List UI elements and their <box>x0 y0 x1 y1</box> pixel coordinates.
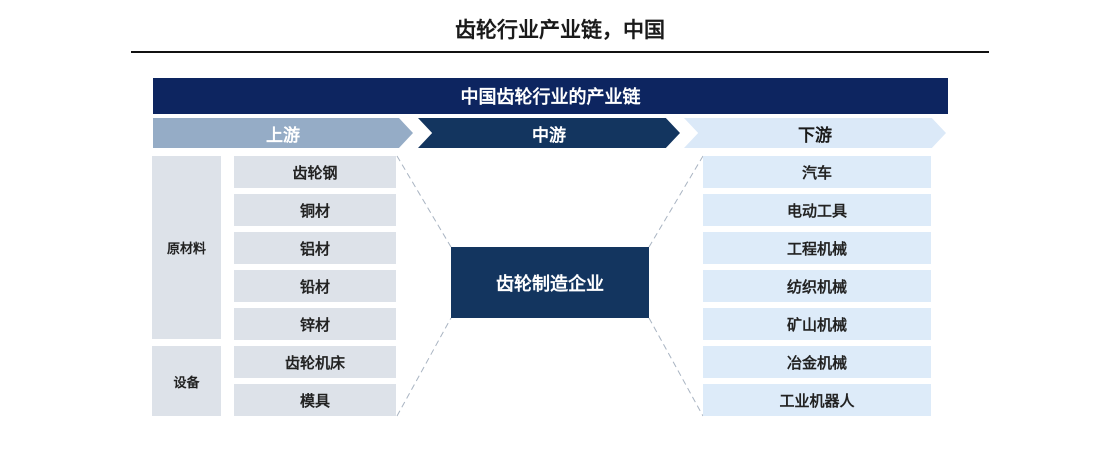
category-raw-materials: 原材料 <box>152 156 221 339</box>
page-title: 齿轮行业产业链，中国 <box>455 18 665 42</box>
downstream-item: 冶金机械 <box>703 346 931 378</box>
category-label: 设备 <box>173 375 200 391</box>
connector-upstream-top <box>396 155 452 248</box>
upstream-item: 模具 <box>234 384 396 416</box>
connector-downstream-top <box>648 155 704 248</box>
connector-downstream-bottom <box>648 317 704 417</box>
downstream-item: 纺织机械 <box>703 270 931 302</box>
stage-downstream: 下游 <box>684 118 946 148</box>
downstream-item: 工程机械 <box>703 232 931 264</box>
category-equipment: 设备 <box>152 346 221 416</box>
downstream-item: 电动工具 <box>703 194 931 226</box>
category-label: 原材料 <box>166 242 206 257</box>
connector-upstream-bottom <box>396 317 452 417</box>
upstream-item: 锌材 <box>234 308 396 340</box>
downstream-item: 汽车 <box>703 156 931 188</box>
title-divider <box>131 51 989 53</box>
midstream-box: 齿轮制造企业 <box>451 247 649 318</box>
upstream-item: 铅材 <box>234 270 396 302</box>
upstream-item: 齿轮机床 <box>234 346 396 378</box>
diagram-banner: 中国齿轮行业的产业链 <box>153 78 948 114</box>
downstream-item: 矿山机械 <box>703 308 931 340</box>
downstream-item: 工业机器人 <box>703 384 931 416</box>
stage-midstream: 中游 <box>418 118 680 148</box>
stage-upstream: 上游 <box>153 118 413 148</box>
upstream-item: 齿轮钢 <box>234 156 396 188</box>
upstream-item: 铝材 <box>234 232 396 264</box>
upstream-item: 铜材 <box>234 194 396 226</box>
